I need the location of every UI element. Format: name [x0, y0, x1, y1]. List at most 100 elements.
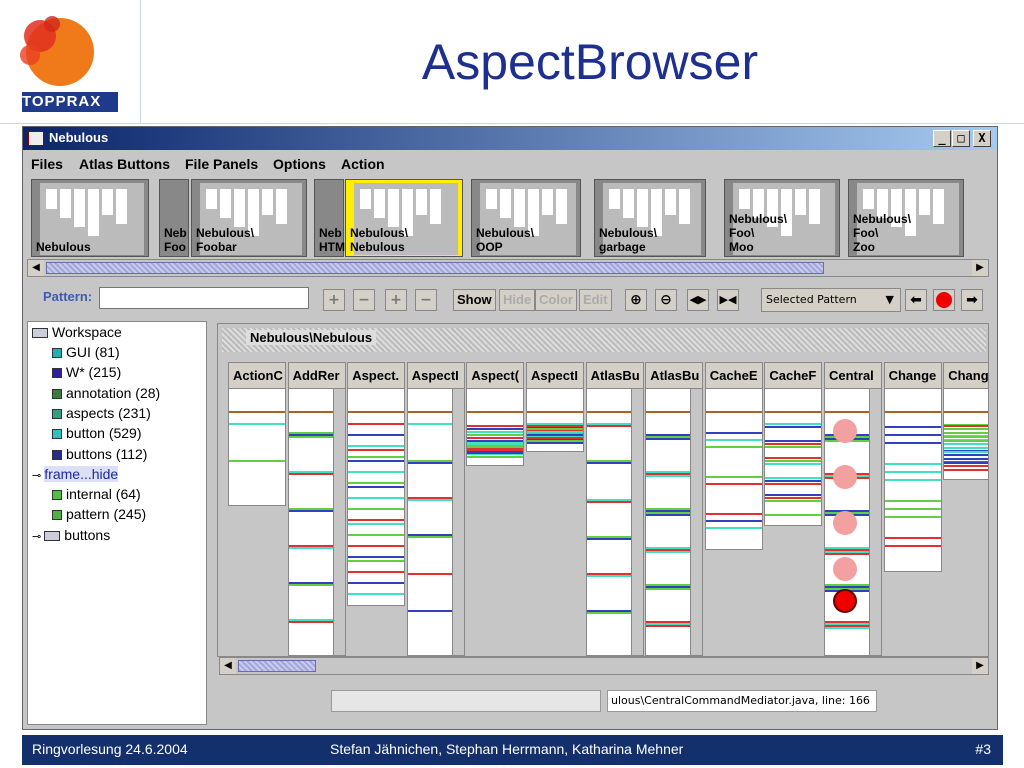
match-line: [229, 411, 285, 413]
file-column[interactable]: Aspect(: [466, 362, 525, 466]
close-button[interactable]: X: [973, 130, 991, 147]
scroll-right-icon[interactable]: ▶: [972, 260, 988, 276]
thumbnail-4[interactable]: Nebulous\ Nebulous: [345, 179, 463, 257]
file-column-header[interactable]: AddRer: [288, 363, 345, 389]
show-button[interactable]: Show: [453, 289, 496, 311]
thumbnail-column: [360, 189, 371, 209]
tree-item[interactable]: pattern (245): [52, 506, 146, 522]
panel-scrollbar[interactable]: ◀ ▶: [219, 657, 989, 675]
tree-expander-icon[interactable]: ⊸: [32, 469, 45, 482]
app-icon: [28, 131, 44, 146]
current-match-dot[interactable]: [833, 589, 857, 613]
tree-expander-icon[interactable]: ⊸: [32, 530, 45, 543]
file-column-header[interactable]: Central: [825, 363, 881, 389]
menu-atlas-buttons[interactable]: Atlas Buttons: [79, 156, 170, 172]
add-pattern-icon[interactable]: +: [323, 289, 345, 311]
pattern-input[interactable]: [99, 287, 309, 309]
match-line: [527, 438, 583, 440]
file-column[interactable]: Change: [883, 362, 942, 572]
column-scrollbar[interactable]: [332, 389, 345, 655]
zoom-out-icon[interactable]: ⊖: [655, 289, 677, 311]
file-column-header[interactable]: ActionC: [229, 363, 285, 389]
panel-scroll-thumb[interactable]: [238, 660, 316, 672]
match-line: [825, 627, 881, 629]
thumbnail-7[interactable]: Nebulous\ Foo\ Moo: [724, 179, 840, 257]
menu-file-panels[interactable]: File Panels: [185, 156, 259, 172]
maximize-button[interactable]: □: [952, 130, 970, 147]
file-column-header[interactable]: CacheE: [705, 363, 762, 389]
file-column[interactable]: AtlasBu: [645, 362, 704, 656]
stop-red-icon[interactable]: [933, 289, 955, 311]
panel-scroll-left-icon[interactable]: ◀: [220, 658, 236, 674]
tree-item[interactable]: internal (64): [52, 486, 141, 502]
file-column[interactable]: CacheE: [704, 362, 763, 550]
thumbnail-3[interactable]: Neb HTM: [314, 179, 345, 257]
file-column-header[interactable]: AspectI: [527, 363, 583, 389]
file-column-header[interactable]: AtlasBu: [646, 363, 703, 389]
tree-item[interactable]: button (529): [52, 425, 142, 441]
menu-action[interactable]: Action: [341, 156, 385, 172]
edit-button[interactable]: Edit: [579, 289, 612, 311]
column-scrollbar[interactable]: [690, 389, 703, 655]
zoom-in-icon[interactable]: ⊕: [625, 289, 647, 311]
file-column[interactable]: CacheF: [764, 362, 823, 526]
file-column-header[interactable]: AspectI: [407, 363, 464, 389]
remove-pattern-icon[interactable]: −: [353, 289, 375, 311]
tree-item[interactable]: ⊸ buttons: [32, 527, 110, 543]
scroll-left-icon[interactable]: ◀: [28, 260, 44, 276]
minimize-button[interactable]: _: [933, 130, 951, 147]
tree-item[interactable]: buttons (112): [52, 446, 147, 462]
column-scrollbar[interactable]: [451, 389, 464, 655]
selected-pattern-dropdown[interactable]: Selected Pattern ▼: [761, 288, 901, 312]
tree-item[interactable]: W* (215): [52, 364, 121, 380]
file-column[interactable]: Chang: [943, 362, 988, 480]
thumbnail-scrollbar[interactable]: ◀ ▶: [27, 259, 989, 277]
file-column-header[interactable]: CacheF: [765, 363, 822, 389]
file-column[interactable]: Aspect.: [347, 362, 406, 606]
file-column[interactable]: AtlasBu: [585, 362, 644, 656]
column-scrollbar[interactable]: [869, 389, 881, 655]
thumbnail-0[interactable]: Nebulous: [31, 179, 149, 257]
file-column[interactable]: AspectI: [406, 362, 465, 656]
app-window: Nebulous _ □ X Files Atlas Buttons File …: [22, 126, 998, 730]
file-column[interactable]: Central: [824, 362, 882, 656]
scroll-thumb[interactable]: [46, 262, 824, 274]
thumbnail-8[interactable]: Nebulous\ Foo\ Zoo: [848, 179, 964, 257]
expand-icon[interactable]: +: [385, 289, 407, 311]
thumbnail-1[interactable]: Neb Foo: [159, 179, 189, 257]
match-line: [765, 463, 822, 465]
file-column-header[interactable]: Aspect(: [467, 363, 524, 389]
collapse-icon[interactable]: −: [415, 289, 437, 311]
color-button[interactable]: Color: [535, 289, 577, 311]
thumbnail-2[interactable]: Nebulous\ Foobar: [191, 179, 307, 257]
tree-item[interactable]: aspects (231): [52, 405, 151, 421]
file-column-header[interactable]: AtlasBu: [586, 363, 643, 389]
file-column-header[interactable]: Chang: [944, 363, 988, 389]
match-line: [586, 462, 643, 464]
thumbnail-5[interactable]: Nebulous\ OOP: [471, 179, 581, 257]
file-column[interactable]: AddRer: [287, 362, 346, 656]
thumbnail-column: [795, 189, 806, 215]
narrow-icon[interactable]: ▶◀: [717, 289, 739, 311]
tree-root-workspace[interactable]: Workspace: [32, 324, 122, 340]
menu-options[interactable]: Options: [273, 156, 326, 172]
file-column[interactable]: AspectI: [526, 362, 584, 452]
widen-icon[interactable]: ◀▶: [687, 289, 709, 311]
file-column-header[interactable]: Aspect.: [348, 363, 405, 389]
hide-button[interactable]: Hide: [499, 289, 536, 311]
tree-item[interactable]: GUI (81): [52, 344, 120, 360]
arrow-left-icon[interactable]: ⬅: [905, 289, 927, 311]
file-column-header[interactable]: Change: [884, 363, 941, 389]
thumbnail-6[interactable]: Nebulous\ garbage: [594, 179, 706, 257]
file-column[interactable]: ActionC: [228, 362, 286, 506]
match-line: [825, 547, 881, 549]
thumbnail-column: [514, 189, 525, 227]
tree-item[interactable]: annotation (28): [52, 385, 160, 401]
arrow-right-icon[interactable]: ➡: [961, 289, 983, 311]
menu-files[interactable]: Files: [31, 156, 63, 172]
panel-scroll-right-icon[interactable]: ▶: [972, 658, 988, 674]
match-line: [407, 411, 464, 413]
tree-item[interactable]: ⊸ frame...hide: [32, 465, 119, 482]
column-scrollbar[interactable]: [630, 389, 643, 655]
thumbnail-column: [102, 189, 113, 215]
